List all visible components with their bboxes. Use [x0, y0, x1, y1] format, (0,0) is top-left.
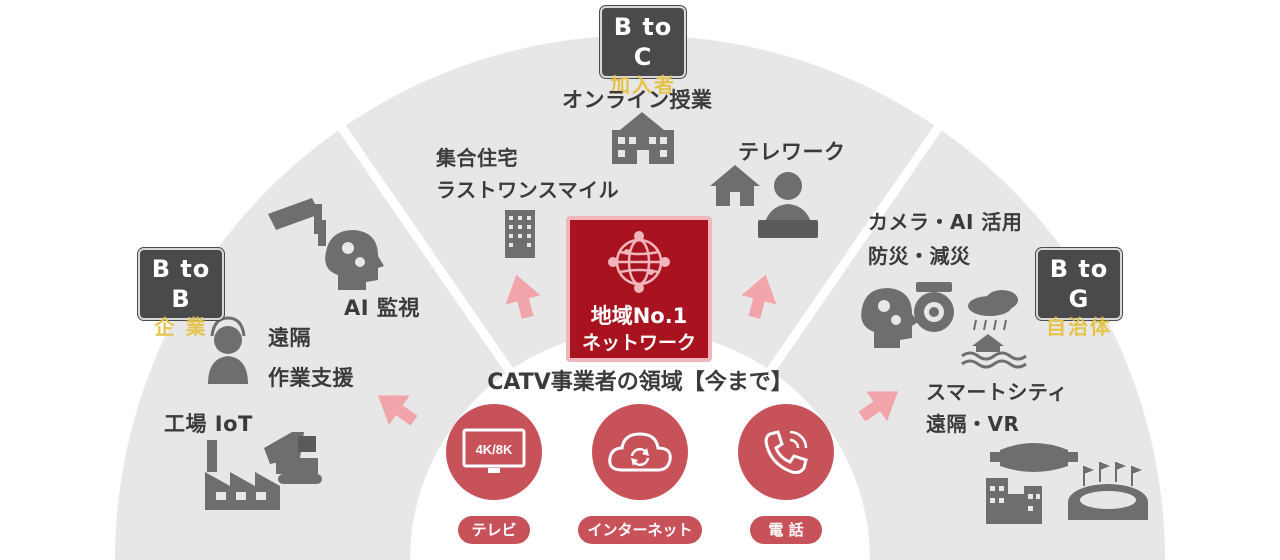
arrow-left: [377, 395, 418, 426]
badge-btob-sub: 企 業: [154, 315, 208, 339]
factory-icon: [205, 440, 280, 510]
phone-icon: [764, 430, 808, 474]
school-icon: [612, 112, 674, 164]
cloud-sync-icon: [608, 432, 672, 472]
label-telework: テレワーク: [738, 140, 846, 164]
arrow-up-left: [505, 274, 541, 319]
tv-screen-text: 4K/8K: [476, 442, 513, 457]
label-remote-vr: 遠隔・VR: [926, 412, 1020, 436]
service-phone-label: 電 話: [750, 516, 822, 544]
arrow-right: [858, 391, 899, 422]
city-buildings-icon: [986, 478, 1042, 524]
apartment-building-icon: [505, 210, 535, 258]
ai-head-icon: [325, 230, 384, 290]
ai-head-icon-g: [861, 288, 918, 348]
service-phone-circle: [738, 404, 834, 500]
badge-btob: B to B 企 業: [138, 248, 224, 339]
security-camera-icon: [268, 198, 326, 246]
badge-btoc-sub: 加入者: [610, 73, 676, 97]
label-disaster-prevention: 防災・減災: [868, 244, 971, 268]
core-line2: ネットワーク: [581, 332, 696, 354]
label-apartment: 集合住宅: [436, 146, 518, 170]
badge-btog-title: B to G: [1049, 255, 1109, 313]
label-remote: 遠隔: [268, 326, 311, 350]
excavator-icon: [264, 432, 322, 484]
service-internet-circle: [592, 404, 688, 500]
service-tv-circle: 4K/8K: [446, 404, 542, 500]
label-last-one-smile: ラストワンスマイル: [436, 178, 620, 202]
label-smart-city: スマートシティ: [926, 380, 1068, 404]
vr-goggles-icon: [990, 443, 1078, 472]
operator-headset-icon: [208, 316, 248, 384]
network-globe-icon: [608, 231, 670, 293]
core-line1: 地域No.1: [590, 304, 688, 328]
service-tv-label: テレビ: [458, 516, 530, 544]
badge-btob-title: B to B: [151, 255, 211, 313]
core-network-box: 地域No.1 ネットワーク: [566, 216, 712, 362]
badge-btog: B to G 自治体: [1036, 248, 1122, 339]
badge-btog-sub: 自治体: [1046, 315, 1112, 339]
flood-icon: [961, 290, 1027, 369]
tv-icon: 4K/8K: [462, 428, 526, 473]
badge-btoc: B to C 加入者: [600, 6, 686, 97]
label-work-support: 作業支援: [268, 366, 354, 390]
remote-worker-icon: [758, 172, 818, 238]
label-camera-ai: カメラ・AI 活用: [868, 210, 1023, 234]
label-factory-iot: 工場 IoT: [164, 412, 253, 436]
house-icon: [710, 165, 760, 206]
service-internet-label: インターネット: [578, 516, 702, 544]
stadium-icon: [1068, 462, 1148, 520]
arrow-up-right: [741, 274, 777, 319]
label-online-class: オンライン授業: [562, 88, 713, 112]
headline: CATV事業者の領域【今まで】: [487, 370, 793, 395]
camera-icon: [914, 282, 954, 332]
badge-btoc-title: B to C: [613, 13, 673, 71]
label-ai-monitoring: AI 監視: [344, 296, 420, 320]
